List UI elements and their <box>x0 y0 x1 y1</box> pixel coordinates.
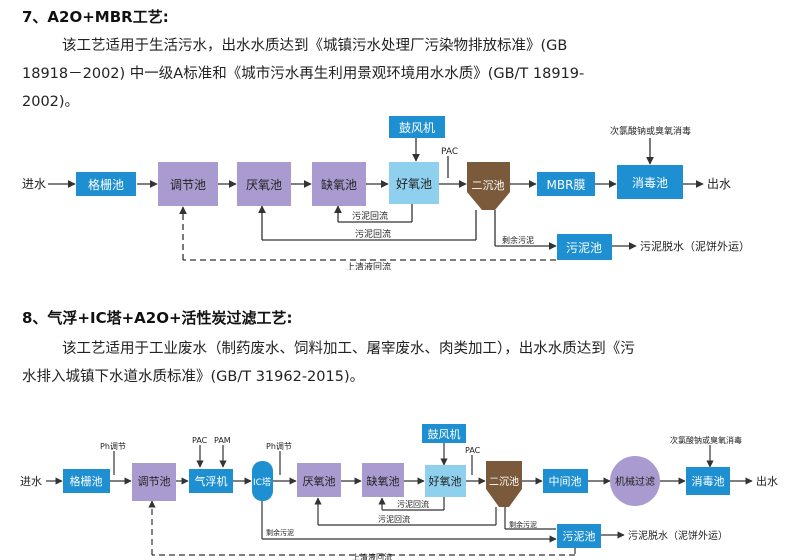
section-8-line-1: 该工艺适用于工业废水（制药废水、饲料加工、屠宰废水、肉类加工），出水水质达到《污 <box>62 341 635 357</box>
mbr-unit: MBR膜 <box>537 172 595 196</box>
excess-label: 剩余污泥 <box>502 235 534 245</box>
svg-text:厌氧池: 厌氧池 <box>246 178 282 192</box>
svg-text:气浮机: 气浮机 <box>195 474 228 488</box>
svg-text:厌氧池: 厌氧池 <box>303 474 336 488</box>
section-8-description: 该工艺适用于工业废水（制药废水、饲料加工、屠宰废水、肉类加工），出水水质达到《污… <box>22 335 782 391</box>
pac-label-2b: PAC <box>465 446 481 455</box>
oxic-unit: 好氧池 <box>389 162 439 204</box>
pam-label: PAM <box>214 436 231 445</box>
supernatant-label-2: 上清液回流 <box>352 552 392 560</box>
svg-text:格栅池: 格栅池 <box>88 177 124 192</box>
svg-text:缺氧池: 缺氧池 <box>321 177 357 192</box>
svg-text:污泥池: 污泥池 <box>566 241 602 255</box>
anoxic-unit-2: 缺氧池 <box>362 463 404 497</box>
outlet-label-2: 出水 <box>756 474 778 488</box>
supernatant-label: 上清液回流 <box>346 261 391 270</box>
svg-text:消毒池: 消毒池 <box>632 176 668 190</box>
svg-text:调节池: 调节池 <box>170 178 206 192</box>
svg-text:调节池: 调节池 <box>138 475 171 488</box>
return-2-label-2: 污泥回流 <box>378 514 410 524</box>
ph-adjust-label-2: Ph调节 <box>266 442 292 451</box>
section-7-line-1: 该工艺适用于生活污水，出水水质达到《城镇污水处理厂污染物排放标准》(GB <box>62 38 568 54</box>
svg-text:格栅池: 格栅池 <box>70 474 103 488</box>
inlet-label-2: 进水 <box>20 475 42 488</box>
excess-label-2a: 剩余污泥 <box>266 528 294 537</box>
svg-text:鼓风机: 鼓风机 <box>399 121 435 135</box>
svg-text:二沉池: 二沉池 <box>489 475 519 488</box>
ic-a2o-process-diagram: 格栅池 调节池 气浮机 IC塔 厌氧池 缺氧池 好氧池 鼓风机 二沉池 中间池 … <box>20 424 778 560</box>
svg-text:污泥池: 污泥池 <box>563 530 596 543</box>
flotation-unit: 气浮机 <box>189 469 233 493</box>
a2o-mbr-process-diagram: 格栅池 调节池 厌氧池 缺氧池 好氧池 鼓风机 二沉池 MBR膜 消毒池 污泥池… <box>22 116 750 270</box>
dewater-label-2: 污泥脱水（泥饼外运） <box>628 529 728 542</box>
return-1-label-2: 污泥回流 <box>397 499 429 509</box>
anoxic-unit: 缺氧池 <box>312 162 366 206</box>
section-7-description: 该工艺适用于生活污水，出水水质达到《城镇污水处理厂污染物排放标准》(GB 189… <box>22 32 782 116</box>
screen-unit: 格栅池 <box>76 172 136 196</box>
intermediate-unit: 中间池 <box>543 469 588 493</box>
chlorine-label-2: 次氯酸钠或臭氧消毒 <box>670 435 742 445</box>
svg-text:MBR膜: MBR膜 <box>547 178 586 192</box>
disinfection-unit-2: 消毒池 <box>686 467 730 495</box>
oxic-unit-2: 好氧池 <box>425 465 466 497</box>
sludge-unit-2: 污泥池 <box>557 524 601 548</box>
blower-unit-2: 鼓风机 <box>422 424 466 443</box>
svg-text:好氧池: 好氧池 <box>396 177 432 191</box>
clarifier-unit-2: 二沉池 <box>486 461 522 507</box>
section-7-line-2: 18918－2002) 中一级A标准和《城市污水再生利用景观环境用水水质》(GB… <box>22 66 585 82</box>
section-8-line-2: 水排入城镇下水道水质标准》(GB/T 31962-2015)。 <box>22 369 365 385</box>
svg-text:中间池: 中间池 <box>549 475 582 488</box>
section-7-title: 7、A2O+MBR工艺: <box>22 8 169 26</box>
blower-unit: 鼓风机 <box>389 116 445 138</box>
dewater-label: 污泥脱水（泥饼外运） <box>640 239 750 253</box>
svg-text:鼓风机: 鼓风机 <box>428 427 461 441</box>
pac-label-2a: PAC <box>192 436 208 445</box>
ph-adjust-label-1: Ph调节 <box>100 442 126 451</box>
outlet-label: 出水 <box>707 177 731 191</box>
equalization-unit: 调节池 <box>158 162 218 206</box>
sludge-unit: 污泥池 <box>557 234 612 260</box>
svg-text:好氧池: 好氧池 <box>429 474 462 488</box>
svg-text:消毒池: 消毒池 <box>692 474 725 488</box>
section-7-line-3: 2002)。 <box>22 94 80 110</box>
return-1-label: 污泥回流 <box>352 210 388 222</box>
inlet-label: 进水 <box>22 177 46 191</box>
ic-tower-unit: IC塔 <box>252 461 273 501</box>
svg-text:IC塔: IC塔 <box>253 476 271 488</box>
pac-label: PAC <box>441 147 458 157</box>
disinfection-unit: 消毒池 <box>617 165 683 199</box>
svg-text:二沉池: 二沉池 <box>472 179 505 192</box>
svg-text:机械过滤: 机械过滤 <box>615 475 655 488</box>
mechanical-filter-unit: 机械过滤 <box>610 456 660 506</box>
clarifier-unit: 二沉池 <box>467 162 510 210</box>
section-8-title: 8、气浮+IC塔+A2O+活性炭过滤工艺: <box>22 309 293 327</box>
excess-label-2b: 剩余污泥 <box>509 520 537 529</box>
equalization-unit-2: 调节池 <box>132 463 176 501</box>
return-2-label: 污泥回流 <box>355 228 391 240</box>
screen-unit-2: 格栅池 <box>63 469 110 493</box>
anaerobic-unit: 厌氧池 <box>237 162 291 206</box>
anaerobic-unit-2: 厌氧池 <box>297 463 341 497</box>
chlorine-label: 次氯酸钠或臭氧消毒 <box>610 125 691 137</box>
svg-text:缺氧池: 缺氧池 <box>367 474 400 488</box>
